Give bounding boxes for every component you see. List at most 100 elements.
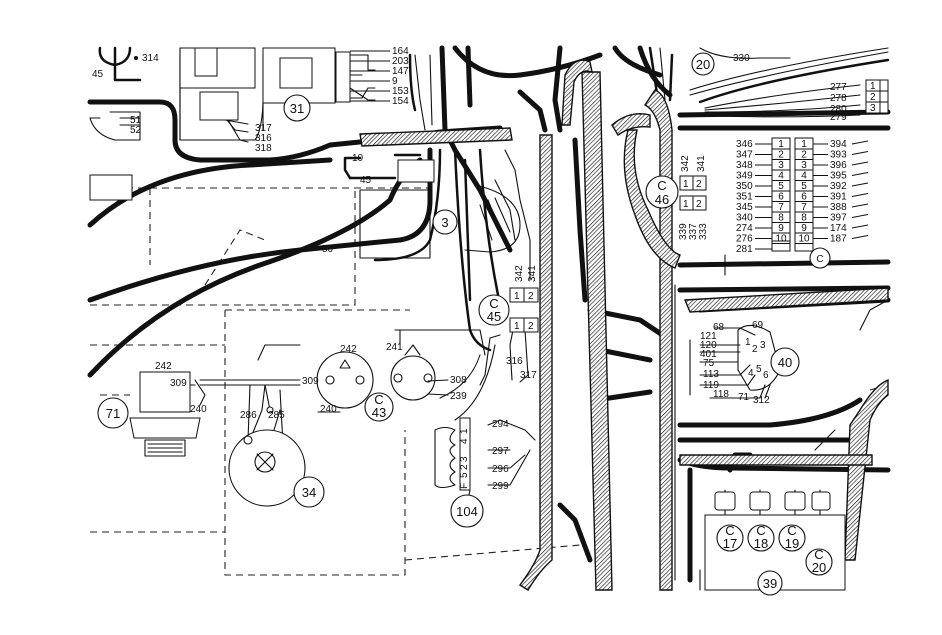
left-stack-pin: 5: [778, 181, 784, 192]
left-stack-pin: 2: [778, 150, 784, 161]
left-stack-pin: 6: [778, 192, 784, 203]
relay-small: [199, 91, 239, 121]
wire-label: 314: [142, 53, 159, 64]
sensor-top-left: [98, 46, 132, 67]
wire-label: 299: [492, 481, 509, 492]
wire-label: 339: [678, 223, 689, 240]
wire-label: 10: [352, 153, 364, 164]
right-stack-pin: 10: [798, 234, 810, 245]
c40-pin: 1: [745, 337, 751, 348]
harness-right-curve: [844, 378, 889, 561]
relay-socket: [194, 47, 218, 77]
wire-lead: [851, 224, 869, 229]
wire-label: 345: [736, 202, 753, 213]
wire-label: 341: [527, 265, 538, 282]
wire-label: 337: [688, 223, 699, 240]
wire-label: 240: [190, 404, 207, 415]
c40-pin: 4: [748, 368, 754, 379]
left-stack-pin: 3: [778, 160, 784, 171]
wire-labels-c43: 242 309 240 241 308 239: [302, 342, 467, 415]
wire-lead: [851, 193, 869, 197]
wire-labels-c104: 294 297 296 299 1 4 3 2 5 F: [459, 419, 509, 492]
label-c19-prefix: C: [787, 523, 796, 538]
wire-label: 75: [703, 358, 715, 369]
c104-pin: 4: [459, 438, 470, 444]
right-stack-pin: 4: [801, 171, 807, 182]
harness-lower-horizontal: [679, 454, 873, 466]
relay-contact-block: [335, 51, 351, 103]
wire-label: 351: [736, 192, 753, 203]
wire-label: 285: [268, 410, 285, 421]
wire-label: 342: [514, 265, 525, 282]
wire-label: 242: [155, 361, 172, 372]
connector-block-center: [397, 159, 435, 183]
wire-label: 395: [830, 171, 847, 182]
switch-43-left: [316, 351, 374, 409]
wire-label: 316: [506, 356, 523, 367]
c104-pin: 1: [459, 428, 470, 434]
wire-lead: [851, 161, 869, 166]
relay-socket: [279, 57, 313, 89]
c46-pin: 2: [696, 179, 702, 190]
wire-label: 147: [392, 66, 409, 77]
switch-43-right: [390, 355, 436, 401]
label-20-top: 20: [696, 57, 710, 72]
wire-label: 281: [736, 244, 753, 255]
harness-main-vertical: [581, 71, 613, 591]
c104-pin: F: [459, 483, 470, 489]
right-stack-pin: 3: [801, 160, 807, 171]
right-stack-pin: 2: [801, 150, 807, 161]
label-31: 31: [290, 101, 304, 116]
wire-label: 308: [450, 375, 467, 386]
left-stack-pin: 8: [778, 213, 784, 224]
wire-label: 118: [713, 389, 729, 400]
coil-104: [434, 426, 456, 489]
wire-label: 316: [255, 133, 272, 144]
wire-label: 277: [830, 82, 847, 93]
label-c18-prefix: C: [756, 523, 765, 538]
wire-label: 393: [830, 150, 847, 161]
wire-label: 396: [830, 160, 847, 171]
wire-label: 154: [392, 96, 409, 107]
wire-label: 350: [736, 181, 753, 192]
wire-lead: [851, 182, 869, 187]
wire-label: 294: [492, 419, 509, 430]
plug-17: [714, 491, 736, 511]
c46-pin: 1: [683, 179, 689, 190]
harness-top-junction: [611, 113, 651, 137]
label-34: 34: [302, 485, 316, 500]
wire-label: 349: [736, 171, 753, 182]
label-c46-prefix: C: [657, 178, 666, 193]
harness-c46-loop: [623, 129, 681, 269]
label-c-small: C: [816, 254, 823, 265]
wire-label: 241: [386, 342, 403, 353]
component-3-housing: [359, 189, 431, 259]
wire-lead: [851, 151, 869, 155]
wire-label: 203: [392, 56, 409, 67]
right-stack-pin: 9: [801, 223, 807, 234]
left-stack-pin: 9: [778, 223, 784, 234]
wire-label: 50: [322, 244, 334, 255]
label-c45-prefix: C: [489, 296, 498, 311]
wire-lead: [851, 214, 869, 218]
label-18: 18: [754, 536, 768, 551]
left-stack-pin: 1: [778, 139, 784, 150]
wire-labels-c40: 68 69 121 120 401 75 113 119 118 71 312 …: [700, 320, 770, 406]
wire-label: 276: [736, 234, 753, 245]
wire-label: 51: [130, 115, 142, 126]
wire-lead: [851, 203, 869, 208]
block-104-body: [459, 417, 471, 491]
right-stack-pin: 8: [801, 213, 807, 224]
right-stack-pin: 5: [801, 181, 807, 192]
c40-pin: 5: [756, 364, 762, 375]
wire-label: 153: [392, 86, 409, 97]
harness-center-vertical: [518, 134, 553, 591]
harness-top-horizontal: [359, 127, 513, 147]
wire-label: 174: [830, 223, 847, 234]
wire-label: 346: [736, 139, 753, 150]
label-71: 71: [106, 406, 120, 421]
sensor-71-body: [139, 371, 191, 413]
c45-pin: 1: [514, 321, 520, 332]
wire-label: 240: [320, 404, 337, 415]
